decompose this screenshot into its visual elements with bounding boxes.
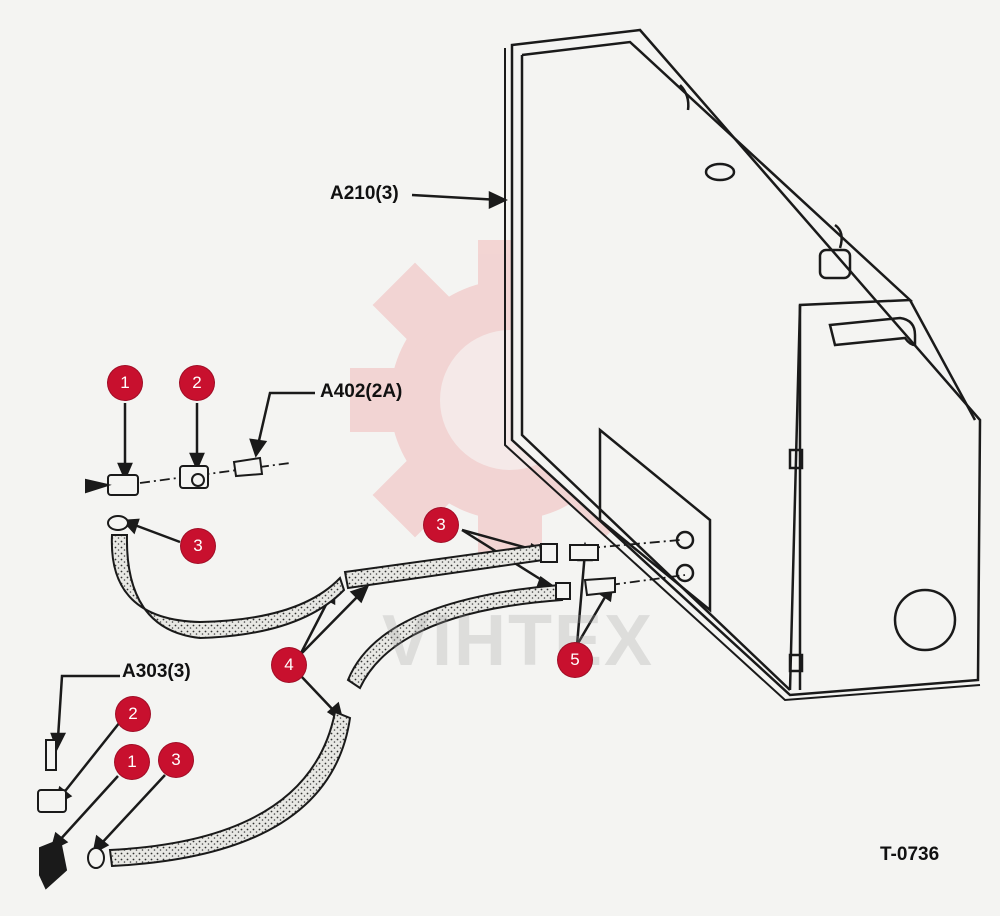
callout-3-right: 3 bbox=[424, 508, 458, 542]
callout-4: 4 bbox=[272, 648, 306, 682]
callout-1-top: 1 bbox=[108, 366, 142, 400]
callout-2-bottom: 2 bbox=[116, 697, 150, 731]
fuel-tank bbox=[504, 28, 982, 702]
tank-reference-label: A210(3) bbox=[330, 183, 399, 204]
lower-valve-reference-label: A303(3) bbox=[122, 661, 191, 682]
watermark-text: VIHTEX bbox=[382, 601, 655, 681]
fittings bbox=[37, 456, 616, 890]
callout-3-top: 3 bbox=[181, 529, 215, 563]
figure-code-label: T-0736 bbox=[880, 844, 940, 865]
hoses bbox=[108, 534, 564, 868]
leader-lines bbox=[139, 462, 686, 586]
callout-3-bottom: 3 bbox=[159, 743, 193, 777]
callout-5: 5 bbox=[558, 643, 592, 677]
callout-2-top: 2 bbox=[180, 366, 214, 400]
valve-reference-label: A402(2A) bbox=[320, 381, 403, 402]
callout-1-bottom: 1 bbox=[115, 745, 149, 779]
